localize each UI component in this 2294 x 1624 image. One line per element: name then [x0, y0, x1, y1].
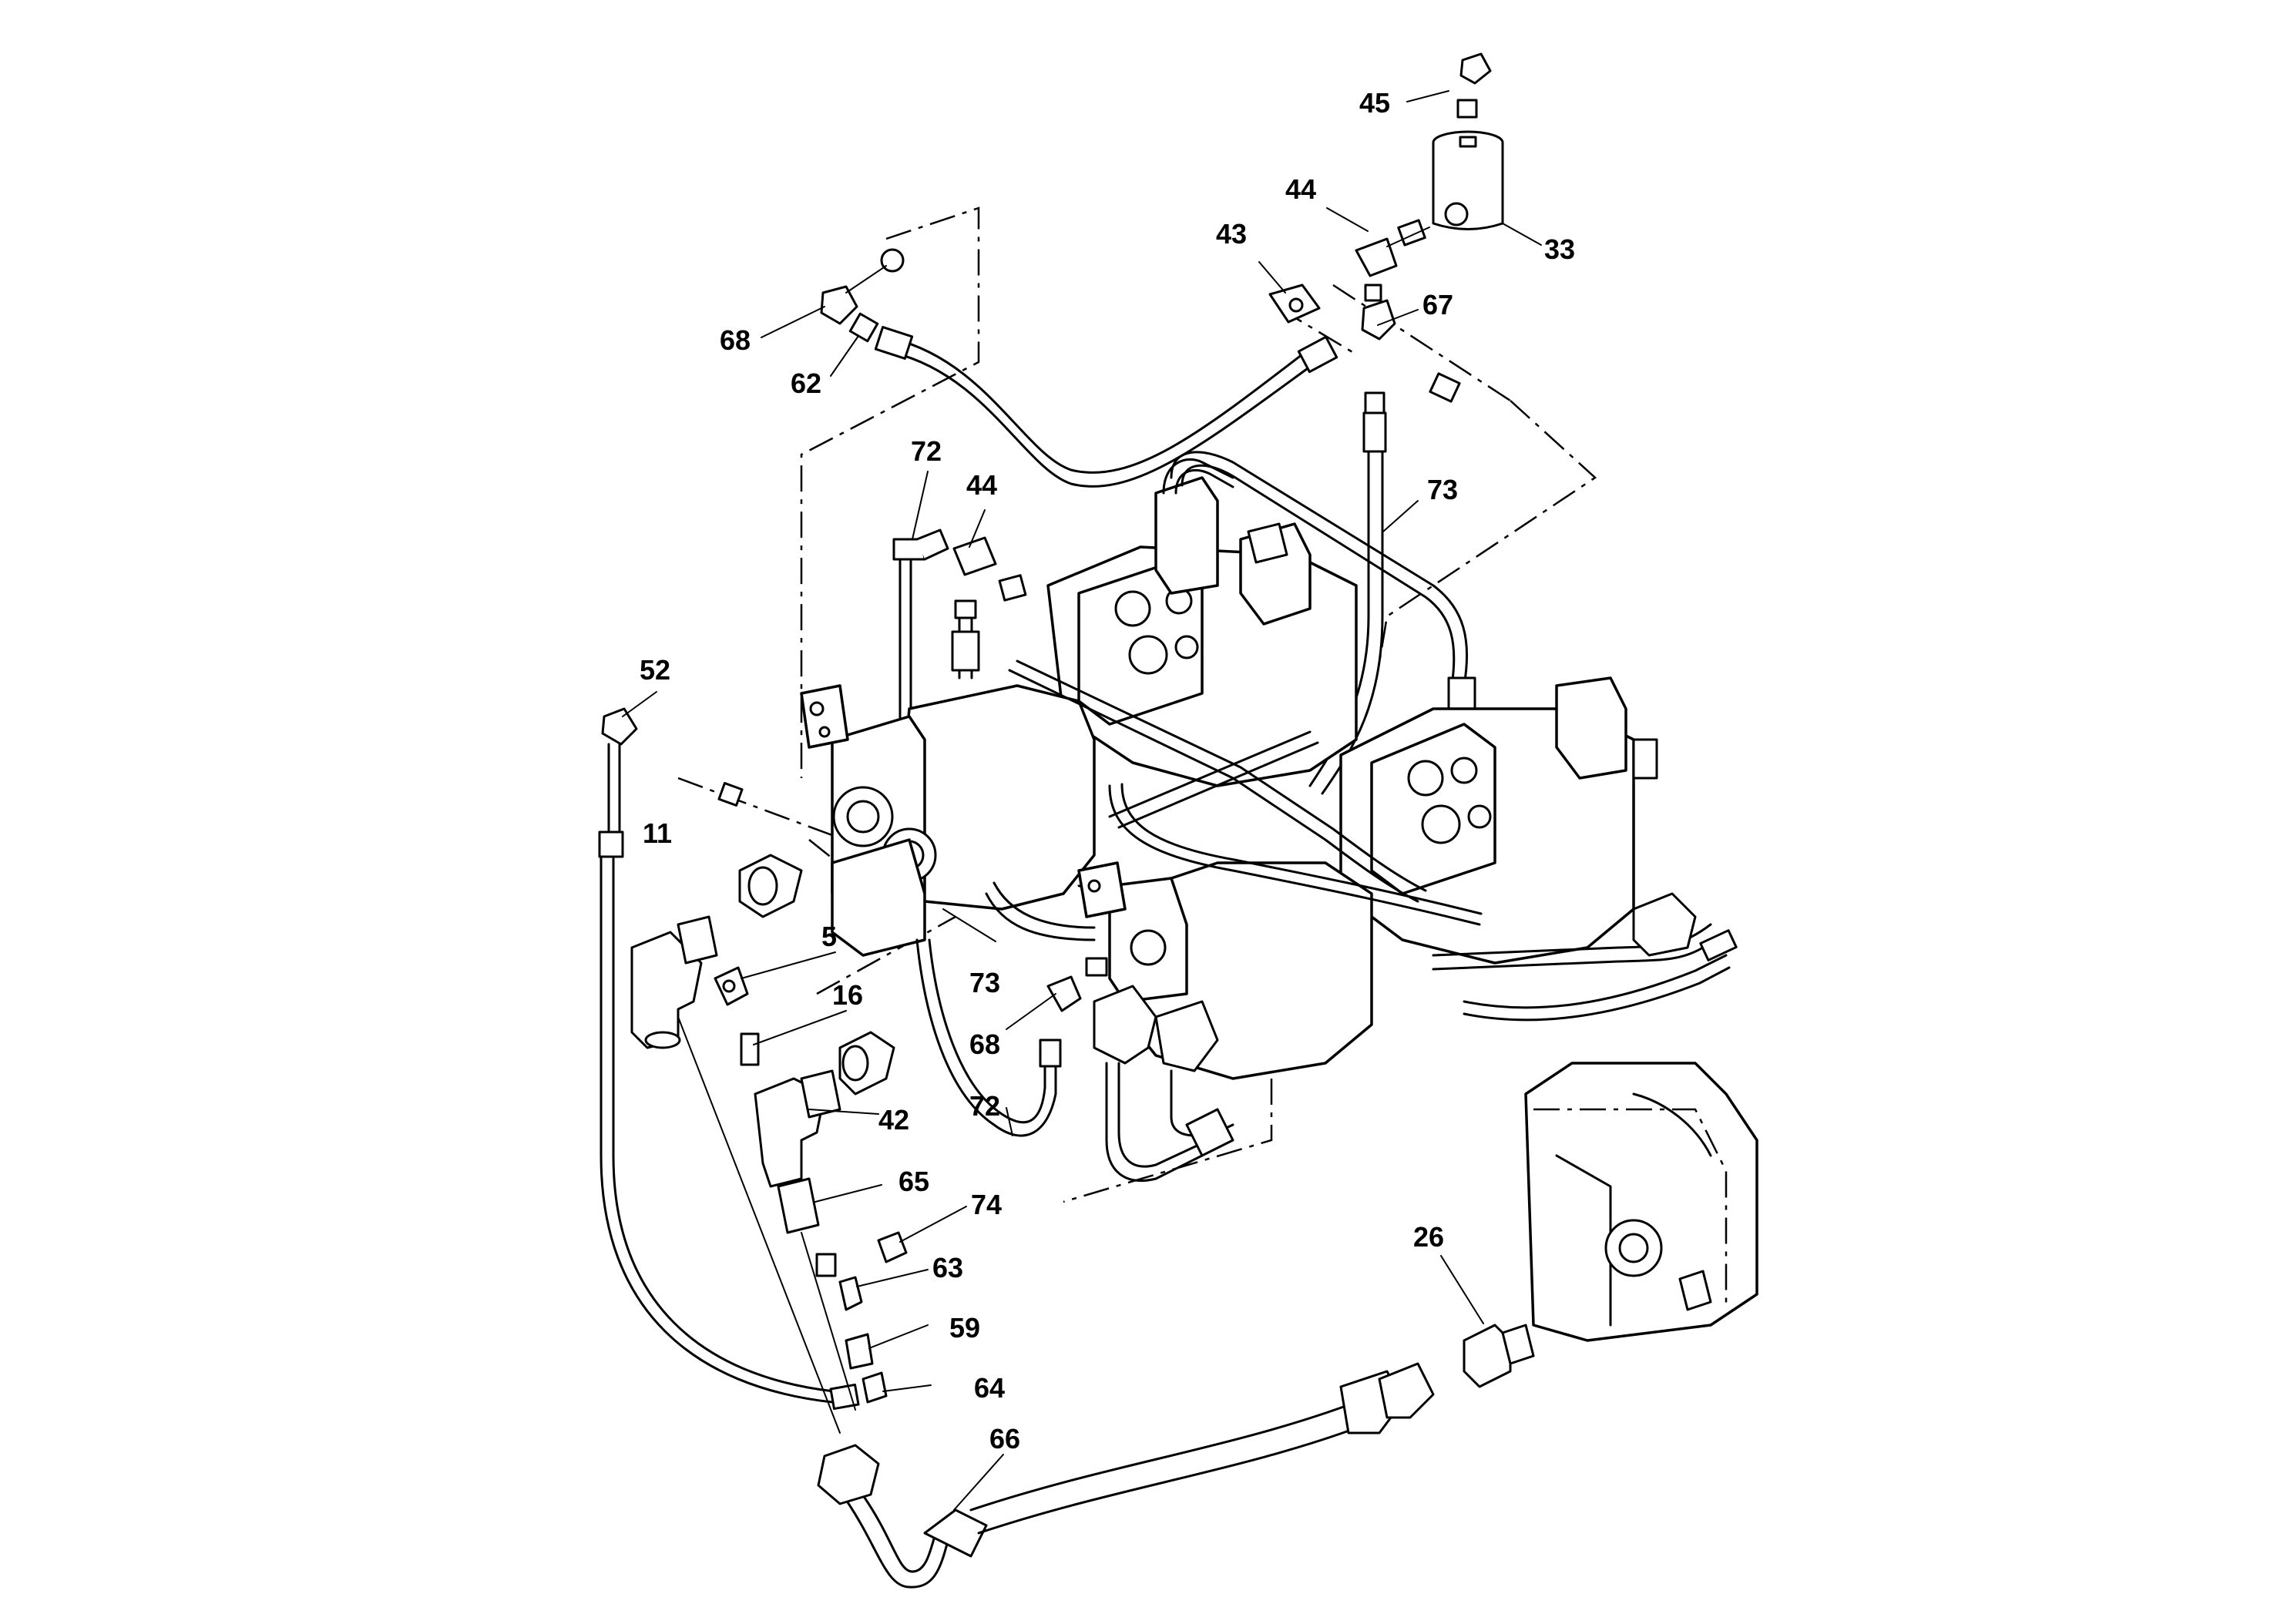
label-45: 45	[1359, 87, 1390, 119]
fitting-5	[714, 966, 749, 1006]
tee-67	[1361, 284, 1461, 403]
part-number-labels: 45 44 33 43 67 68 62 72 44 73 52 11 5 16…	[640, 87, 1575, 1455]
fitting-62	[848, 312, 879, 343]
label-26: 26	[1413, 1221, 1444, 1253]
elbow-45	[1456, 52, 1492, 119]
fitting-52	[598, 707, 744, 858]
label-63: 63	[932, 1252, 963, 1283]
gearbox-housing	[1524, 1062, 1758, 1342]
hose-73-lower	[985, 881, 1096, 941]
label-62: 62	[791, 367, 821, 399]
label-44-top: 44	[1285, 173, 1316, 205]
lower-centre-pipes	[1093, 985, 1234, 1183]
fitting-64	[862, 1371, 888, 1404]
tee-44-mid	[951, 536, 1027, 679]
fitting-63	[815, 1253, 863, 1311]
hose-66	[817, 1362, 1435, 1589]
label-65: 65	[898, 1166, 929, 1197]
label-68-top: 68	[720, 324, 751, 356]
fitting-elbow-68-top	[820, 248, 905, 325]
fitting-68-lower	[1046, 957, 1108, 1012]
label-43: 43	[1216, 218, 1247, 250]
nut-65	[777, 1177, 820, 1234]
nut-59	[845, 1333, 874, 1370]
hose-left-long	[600, 855, 860, 1411]
label-11: 11	[643, 817, 672, 849]
label-16: 16	[832, 979, 863, 1011]
tee-44-top	[1355, 219, 1430, 277]
label-73-mid: 73	[969, 967, 1000, 998]
elbow-42	[754, 1069, 841, 1188]
pump-lower-right	[1339, 676, 1658, 965]
fitting-43	[1268, 284, 1321, 324]
pump-main-left	[800, 684, 1096, 957]
adapter-26	[1463, 1324, 1535, 1388]
label-52: 52	[640, 654, 670, 686]
label-67: 67	[1422, 289, 1453, 320]
label-42: 42	[878, 1104, 909, 1136]
elbow-11	[630, 915, 718, 1049]
label-59: 59	[949, 1312, 980, 1344]
accumulator-33	[1432, 130, 1504, 230]
label-73-top: 73	[1427, 474, 1458, 505]
adapter-lower	[838, 1031, 895, 1096]
label-64: 64	[974, 1372, 1005, 1404]
leader-lines	[622, 90, 1542, 1511]
leader-stack-axis	[801, 1232, 856, 1411]
pipe-loop-right	[1170, 451, 1476, 710]
pipe-72-upper	[892, 528, 949, 733]
label-5: 5	[821, 921, 837, 952]
pipe-72-lower	[915, 938, 1062, 1137]
leader-11-axis	[677, 1016, 841, 1434]
label-72-top: 72	[911, 435, 942, 467]
hoses-right-lower	[1432, 892, 1738, 1022]
hose-top-62	[874, 326, 1338, 488]
label-72-lower: 72	[969, 1090, 1000, 1122]
label-66: 66	[989, 1423, 1020, 1455]
cross-pipes	[1008, 659, 1483, 926]
fitting-16	[740, 1032, 760, 1066]
label-44-mid: 44	[966, 469, 997, 501]
label-68-lower: 68	[969, 1028, 1000, 1060]
adapter-upper	[738, 854, 803, 918]
label-33: 33	[1544, 233, 1575, 265]
label-74: 74	[971, 1189, 1002, 1220]
fitting-74	[877, 1231, 908, 1263]
